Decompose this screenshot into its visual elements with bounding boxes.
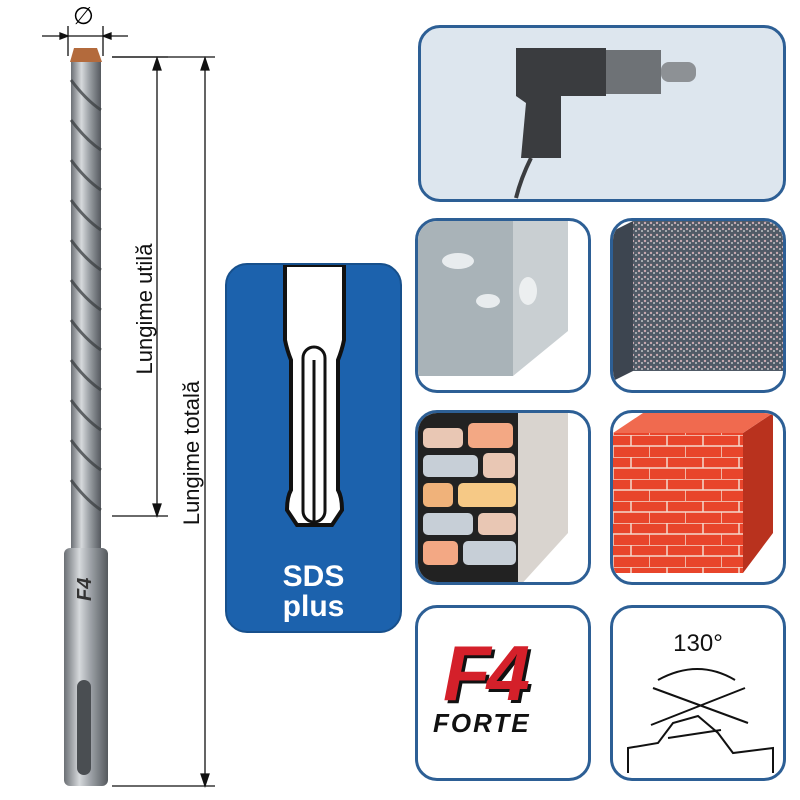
tip-angle-label: 130° bbox=[673, 630, 723, 657]
power-drill-icon bbox=[514, 48, 696, 199]
usable-length-dimension bbox=[112, 55, 168, 519]
svg-text:F4: F4 bbox=[74, 578, 96, 601]
natural-stone-wall-icon bbox=[418, 413, 568, 582]
material-granite-tile bbox=[610, 218, 786, 393]
forte-logo: FORTE bbox=[433, 708, 531, 738]
sds-plus-panel: SDS plus bbox=[225, 263, 402, 633]
usable-length-label: Lungime utilă bbox=[132, 243, 157, 375]
diameter-dimension bbox=[42, 26, 128, 56]
sds-label: SDS bbox=[282, 560, 345, 593]
sds-shank-icon bbox=[283, 265, 346, 527]
material-stone-wall-tile bbox=[415, 410, 591, 585]
total-length-dimension bbox=[112, 55, 215, 789]
plus-label: plus bbox=[282, 590, 345, 623]
brick-wall-icon bbox=[613, 413, 773, 573]
granite-stone-icon bbox=[613, 221, 783, 381]
tip-angle-icon bbox=[627, 668, 774, 773]
concrete-icon bbox=[418, 221, 568, 376]
material-brick-tile bbox=[610, 410, 786, 585]
brand-logo-tile: F4 FORTE bbox=[415, 605, 591, 781]
drill-bit: F4 bbox=[64, 48, 108, 786]
material-concrete-tile bbox=[415, 218, 591, 393]
power-drill-panel bbox=[418, 25, 786, 202]
diameter-symbol: ∅ bbox=[73, 3, 94, 30]
total-length-label: Lungime totală bbox=[179, 380, 204, 526]
drill-bit-diagram: F4 bbox=[42, 26, 215, 789]
f4-logo: F4 bbox=[443, 629, 530, 717]
tip-angle-tile: 130° bbox=[610, 605, 786, 781]
